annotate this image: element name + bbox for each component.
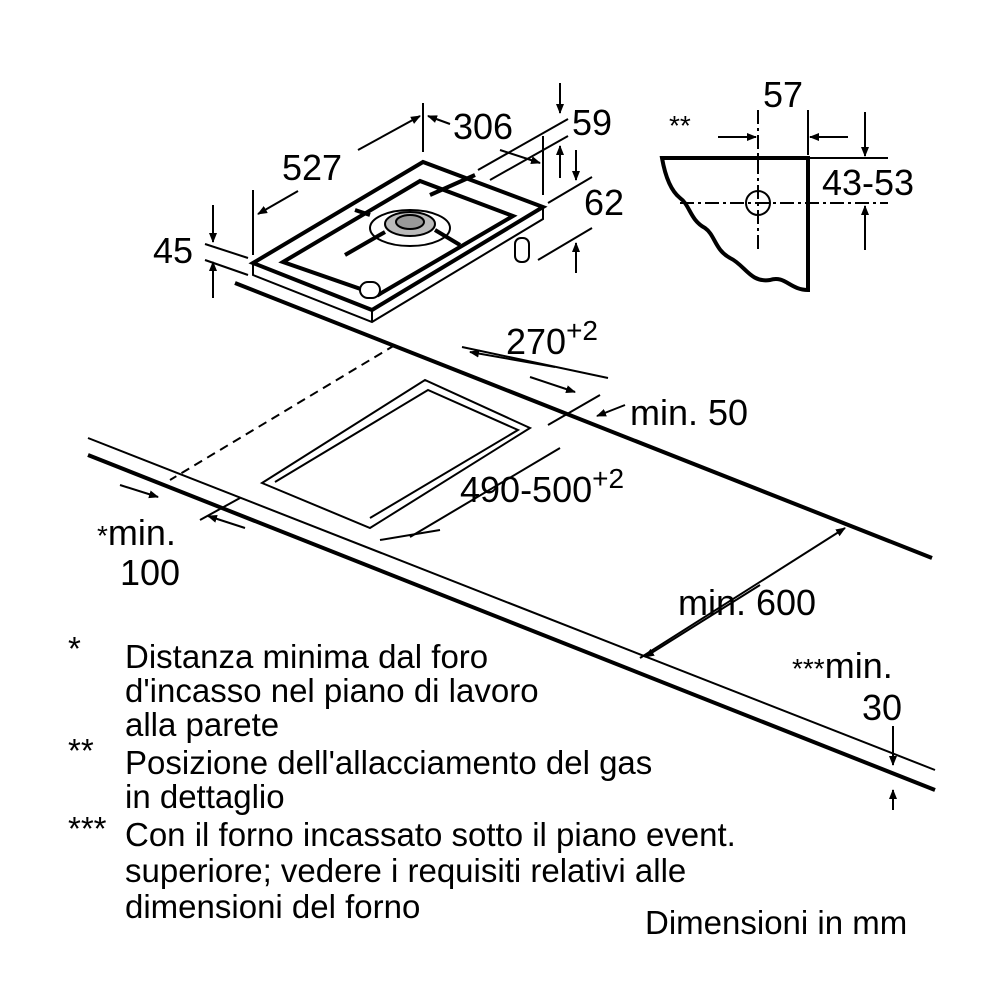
dim-oven-30: 30 [862, 687, 902, 728]
dim-43-53: 43-53 [822, 162, 914, 203]
dim-oven-min: ***min. [792, 645, 893, 686]
gas-hob [248, 159, 548, 324]
legend-marker: ** [68, 732, 94, 769]
legend-marker: * [68, 630, 81, 667]
dim-min-50: min. 50 [630, 392, 748, 433]
dim-306: 306 [453, 106, 513, 147]
legend-line: superiore; vedere i requisiti relativi a… [125, 852, 686, 889]
legend-line: alla parete [125, 706, 279, 743]
dim-side-100: 100 [120, 552, 180, 593]
dim-min-600: min. 600 [678, 582, 816, 623]
legend-line: in dettaglio [125, 778, 285, 815]
dim-270: 270+2 [506, 315, 598, 362]
legend-line: d'incasso nel piano di lavoro [125, 672, 539, 709]
hob-dimension-lines [204, 83, 593, 298]
legend-line: Con il forno incassato sotto il piano ev… [125, 816, 736, 853]
dim-57: 57 [763, 74, 803, 115]
dim-62: 62 [584, 182, 624, 223]
gas-connection-detail [659, 110, 888, 293]
legend-marker: *** [68, 810, 107, 847]
legend-line: Distanza minima dal foro [125, 638, 488, 675]
units-note: Dimensioni in mm [645, 904, 907, 941]
dim-527: 527 [282, 147, 342, 188]
legend-line: dimensioni del forno [125, 888, 420, 925]
legend-line: Posizione dell'allacciamento del gas [125, 744, 652, 781]
dim-59: 59 [572, 102, 612, 143]
gas-detail-marker: ** [669, 110, 691, 141]
legend: * Distanza minima dal foro d'incasso nel… [68, 630, 736, 925]
dim-490-500: 490-500+2 [460, 463, 624, 510]
dim-side-min: *min. [97, 512, 176, 553]
dim-45: 45 [153, 230, 193, 271]
countertop [87, 281, 936, 810]
